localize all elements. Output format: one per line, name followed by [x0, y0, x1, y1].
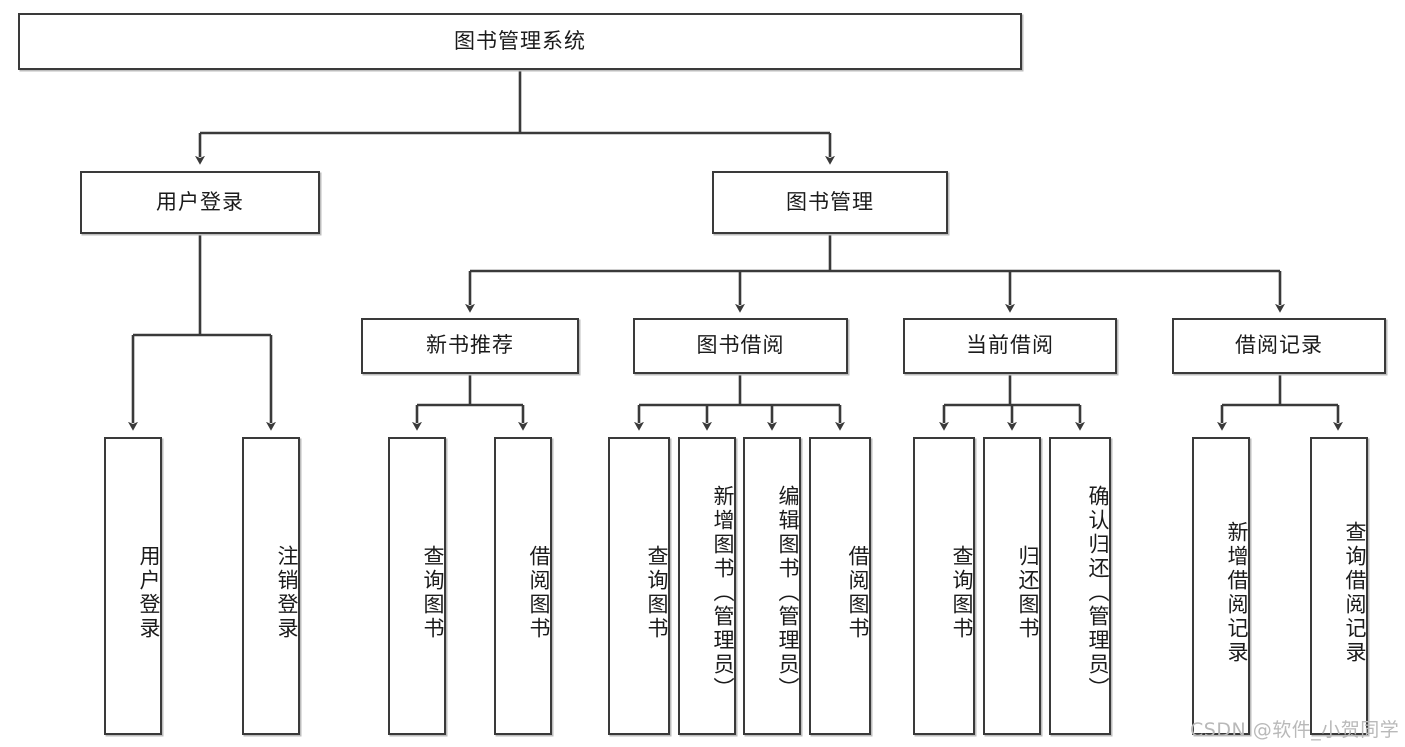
node-label: 查询借阅记录	[1343, 521, 1367, 665]
node-label: 图书管理系统	[454, 28, 586, 53]
node-user-login[interactable]: 用户登录	[80, 171, 320, 234]
node-borrow-record[interactable]: 借阅记录	[1172, 318, 1386, 374]
leaf-current-borrow-confirm-return-admin[interactable]: 确认归还（管理员）	[1049, 437, 1111, 735]
node-label: 借阅图书	[527, 545, 551, 641]
node-book-management[interactable]: 图书管理	[712, 171, 948, 234]
leaf-current-borrow-query-book[interactable]: 查询图书	[913, 437, 975, 735]
node-label: 注销登录	[275, 545, 299, 641]
csdn-watermark: CSDN @软件_小贺同学	[1190, 719, 1400, 741]
leaf-book-borrow-borrow-book[interactable]: 借阅图书	[809, 437, 871, 735]
node-label: 编辑图书（管理员）	[776, 485, 800, 701]
node-label: 查询图书	[421, 545, 445, 641]
node-label: 用户登录	[156, 189, 244, 214]
leaf-user-login-logout[interactable]: 注销登录	[242, 437, 300, 735]
leaf-new-book-borrow-book[interactable]: 借阅图书	[494, 437, 552, 735]
node-label: 查询图书	[645, 545, 669, 641]
node-label: 当前借阅	[966, 333, 1054, 358]
leaf-current-borrow-return-book[interactable]: 归还图书	[983, 437, 1041, 735]
node-label: 新增图书（管理员）	[711, 485, 735, 701]
leaf-new-book-query-book[interactable]: 查询图书	[388, 437, 446, 735]
node-label: 新增借阅记录	[1225, 521, 1249, 665]
node-new-book-recommend[interactable]: 新书推荐	[361, 318, 579, 374]
node-label: 图书管理	[786, 189, 874, 214]
node-label: 用户登录	[137, 545, 161, 641]
node-book-borrow[interactable]: 图书借阅	[633, 318, 848, 374]
node-label: 借阅记录	[1235, 333, 1323, 358]
leaf-book-borrow-query-book[interactable]: 查询图书	[608, 437, 670, 735]
leaf-book-borrow-edit-book-admin[interactable]: 编辑图书（管理员）	[743, 437, 801, 735]
node-label: 归还图书	[1016, 545, 1040, 641]
node-label: 借阅图书	[846, 545, 870, 641]
node-label: 新书推荐	[426, 333, 514, 358]
node-current-borrow[interactable]: 当前借阅	[903, 318, 1117, 374]
node-label: 确认归还（管理员）	[1086, 485, 1110, 701]
leaf-user-login-login[interactable]: 用户登录	[104, 437, 162, 735]
node-root-book-management-system[interactable]: 图书管理系统	[18, 13, 1022, 70]
leaf-borrow-record-query-record[interactable]: 查询借阅记录	[1310, 437, 1368, 735]
node-label: 查询图书	[950, 545, 974, 641]
leaf-borrow-record-add-record[interactable]: 新增借阅记录	[1192, 437, 1250, 735]
node-label: 图书借阅	[696, 333, 785, 358]
leaf-book-borrow-add-book-admin[interactable]: 新增图书（管理员）	[678, 437, 736, 735]
